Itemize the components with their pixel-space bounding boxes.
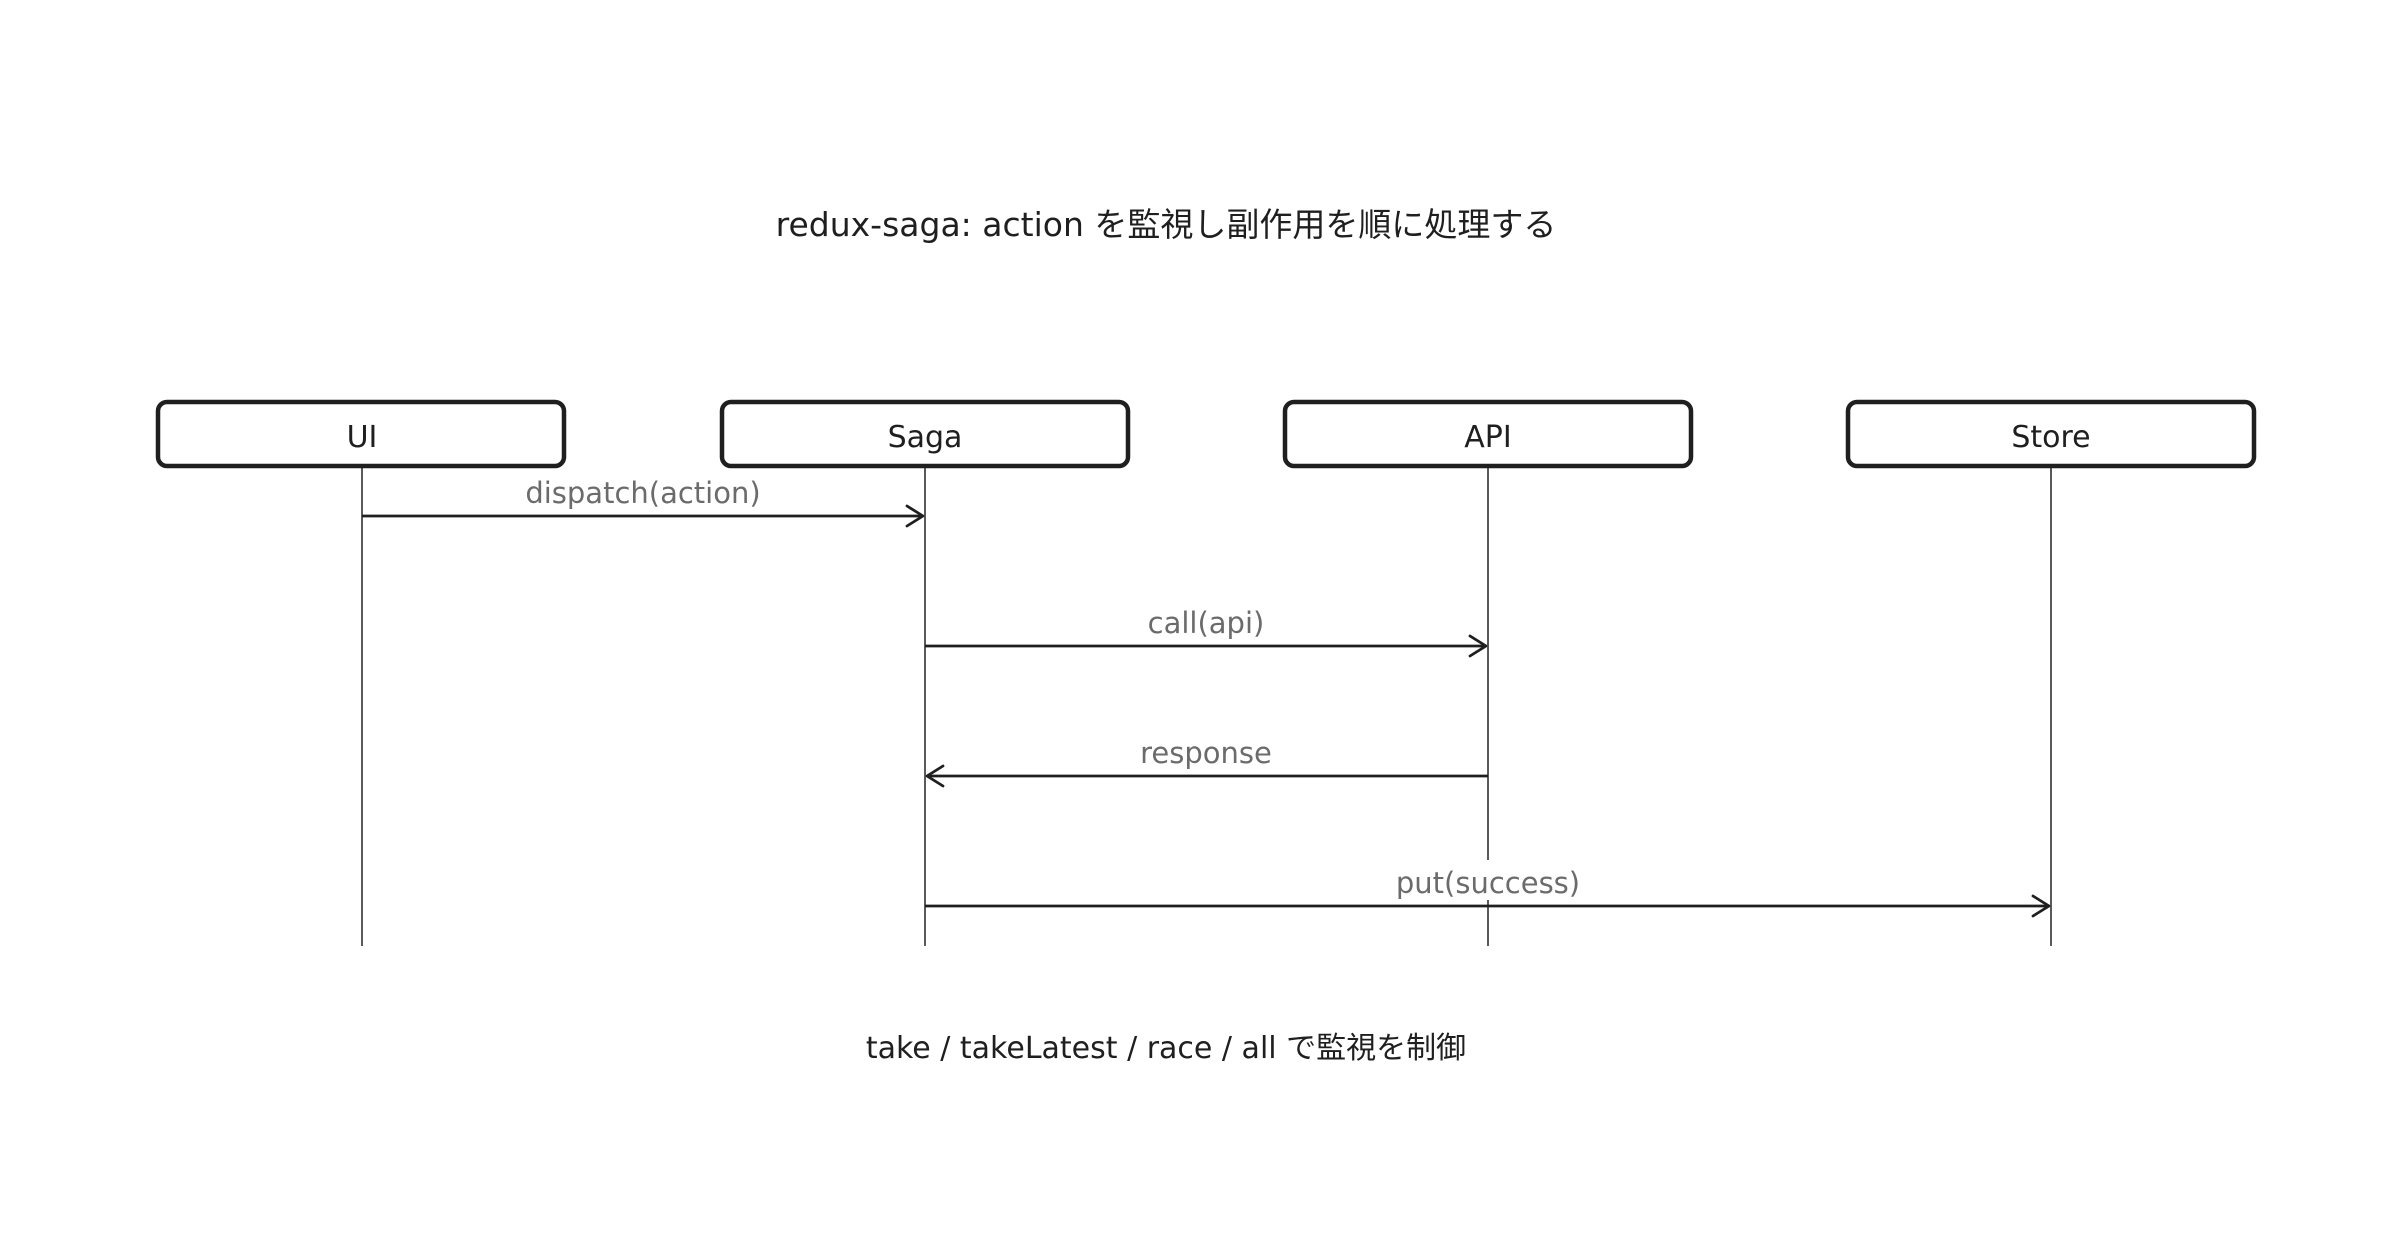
participant-store-label: Store — [2011, 420, 2090, 455]
message-call: call(api) — [925, 600, 1488, 658]
message-response-arrowhead — [925, 764, 945, 788]
lifelines — [361, 466, 2052, 946]
message-call-label-bg — [1144, 600, 1268, 640]
message-call-label: call(api) — [1148, 606, 1265, 640]
participant-saga-label: Saga — [888, 420, 963, 455]
participant-store-box — [1845, 399, 2257, 469]
participant-api: API — [1282, 399, 1694, 469]
participant-api-box — [1282, 399, 1694, 469]
participant-ui-box — [155, 399, 567, 469]
message-put-arrowhead — [2031, 894, 2051, 918]
message-dispatch: dispatch(action) — [362, 476, 925, 528]
participant-saga: Saga — [719, 399, 1131, 469]
message-call-arrowhead — [1468, 634, 1488, 658]
message-put-label-bg — [1394, 860, 1584, 900]
message-put: put(success) — [925, 860, 2051, 918]
message-dispatch-label: dispatch(action) — [525, 476, 760, 510]
participant-ui-label: UI — [347, 420, 378, 455]
message-response-label-bg — [1130, 730, 1282, 770]
diagram-caption: take / takeLatest / race / all で監視を制御 — [866, 1031, 1466, 1066]
participant-store: Store — [1845, 399, 2257, 469]
message-response-label: response — [1140, 736, 1272, 770]
message-put-label: put(success) — [1396, 866, 1580, 900]
participants: UI Saga API Store — [155, 399, 2257, 469]
participant-saga-box — [719, 399, 1131, 469]
diagram-title: redux-saga: action を監視し副作用を順に処理する — [776, 205, 1557, 244]
message-response: response — [925, 730, 1488, 788]
messages: dispatch(action) call(api) response put(… — [362, 476, 2051, 918]
message-dispatch-arrowhead — [905, 504, 925, 528]
participant-ui: UI — [155, 399, 567, 469]
participant-api-label: API — [1464, 420, 1511, 455]
